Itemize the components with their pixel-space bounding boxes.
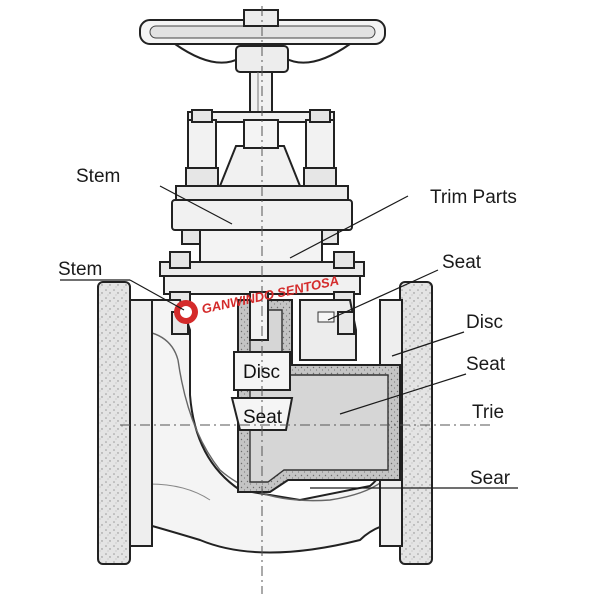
leader-stem-left <box>129 279 185 311</box>
label-trie: Trie <box>472 402 504 423</box>
label-disc: Disc <box>466 312 503 333</box>
yoke <box>185 109 337 191</box>
bonnet <box>159 185 365 311</box>
body-bolt <box>337 311 355 335</box>
label-sear: Sear <box>470 468 511 489</box>
label-seat-mid: Seat <box>466 354 506 375</box>
leader-stem-top <box>159 185 233 225</box>
label-disc-inner: Disc <box>243 362 280 383</box>
sectioned-internals <box>237 291 401 493</box>
right-flange <box>379 281 433 565</box>
leader-lines <box>60 185 518 489</box>
leader-trim-parts <box>289 195 409 259</box>
label-seat-inner: Seat <box>243 407 283 428</box>
left-flange <box>97 281 153 565</box>
leader-seat-mid <box>339 373 467 415</box>
label-trim-parts: Trim Parts <box>430 187 517 208</box>
label-seat-top: Seat <box>442 252 482 273</box>
leader-seat-top <box>327 269 439 321</box>
leader-disc <box>391 331 465 357</box>
label-stem-top: Stem <box>76 166 120 187</box>
label-stem-left: Stem <box>58 259 102 280</box>
